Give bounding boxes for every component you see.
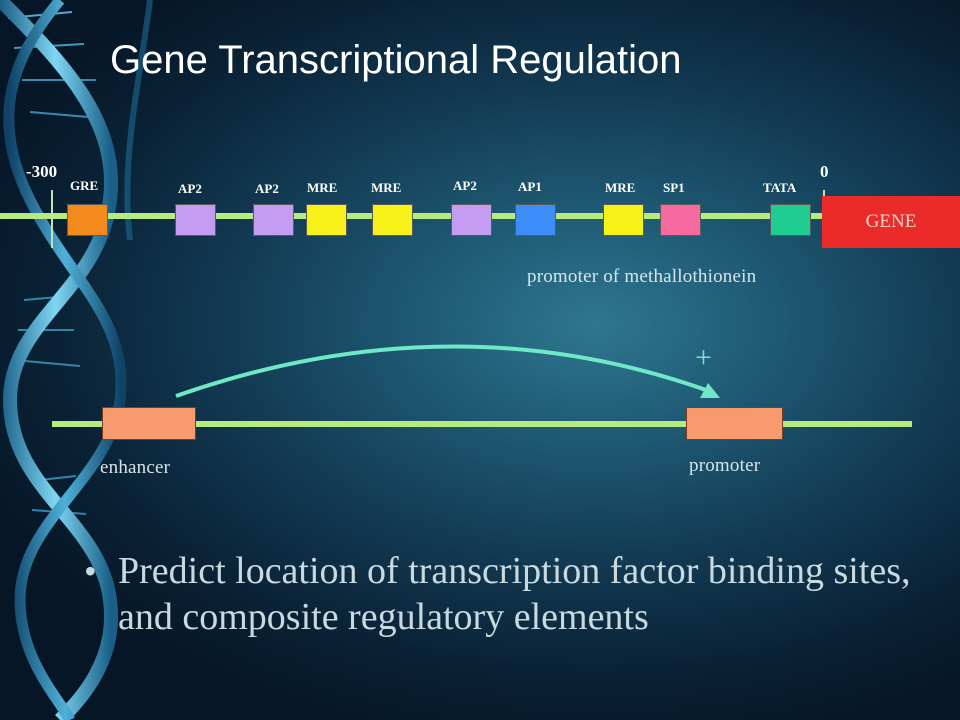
binding-site-label: MRE [605, 180, 636, 195]
binding-site-gre-box [67, 204, 108, 236]
end-position-label: 0 [820, 162, 829, 181]
binding-site-tata-box [770, 204, 811, 236]
activation-plus-symbol: + [695, 341, 712, 374]
enhancer-dna-line [52, 421, 912, 427]
binding-site-ap1-box [515, 204, 556, 236]
binding-site-ap2-box [175, 204, 216, 236]
bullet-text: Predict location of transcription factor… [118, 550, 911, 638]
binding-site-label: AP2 [255, 181, 279, 196]
binding-site-label: AP2 [178, 181, 202, 196]
enhancer-label: enhancer [100, 457, 171, 478]
page-title: Gene Transcriptional Regulation [110, 38, 682, 82]
binding-site-label: TATA [763, 180, 797, 195]
promoter-caption: promoter of methallothionein [527, 266, 757, 287]
binding-site-label: AP2 [453, 178, 477, 193]
binding-site-sp1-box [660, 204, 701, 236]
binding-site-mre-box [372, 204, 413, 236]
binding-site-mre-box [603, 204, 644, 236]
enhancer-box [102, 407, 196, 440]
binding-site-ap2-box [253, 204, 294, 236]
binding-site-label: SP1 [663, 180, 685, 195]
promoter-label: promoter [689, 455, 761, 476]
binding-site-label: MRE [371, 180, 402, 195]
promoter-box [686, 407, 783, 440]
start-position-label: -300 [26, 162, 58, 181]
binding-site-label: AP1 [518, 179, 542, 194]
binding-site-mre-box [306, 204, 347, 236]
gene-label: GENE [865, 211, 917, 232]
bullet-dot: • [84, 551, 97, 591]
dna-helix-decoration [0, 0, 153, 720]
binding-site-label: MRE [307, 180, 338, 195]
binding-site-ap2-box [451, 204, 492, 236]
start-position-tick [51, 190, 53, 248]
gene-box: GENE [822, 196, 960, 248]
binding-site-label: GRE [70, 178, 99, 193]
